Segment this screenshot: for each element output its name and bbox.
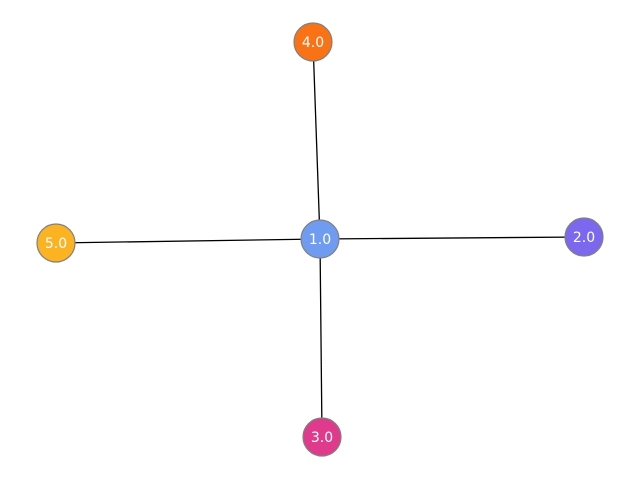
node-label: 5.0	[45, 236, 67, 252]
edge-n1-n2	[319, 236, 585, 240]
node-circle[interactable]	[36, 223, 76, 263]
node-label: 4.0	[302, 35, 324, 51]
node-n1[interactable]: 1.0	[300, 219, 340, 259]
node-label: 2.0	[573, 230, 595, 246]
node-n5[interactable]: 5.0	[36, 223, 76, 263]
node-circle[interactable]	[564, 217, 604, 257]
node-circle[interactable]	[300, 219, 340, 259]
edge-n1-n3	[319, 238, 323, 438]
node-label: 1.0	[309, 232, 331, 248]
node-n3[interactable]: 3.0	[302, 417, 342, 457]
edge-n1-n5	[55, 238, 321, 244]
nodes-layer: 1.0 2.0 3.0 4.0 5.0	[36, 22, 604, 457]
edge-n1-n4	[312, 41, 321, 240]
node-circle[interactable]	[302, 417, 342, 457]
node-n2[interactable]: 2.0	[564, 217, 604, 257]
node-circle[interactable]	[293, 22, 333, 62]
node-label: 3.0	[311, 430, 333, 446]
node-n4[interactable]: 4.0	[293, 22, 333, 62]
edges-layer	[55, 41, 585, 438]
